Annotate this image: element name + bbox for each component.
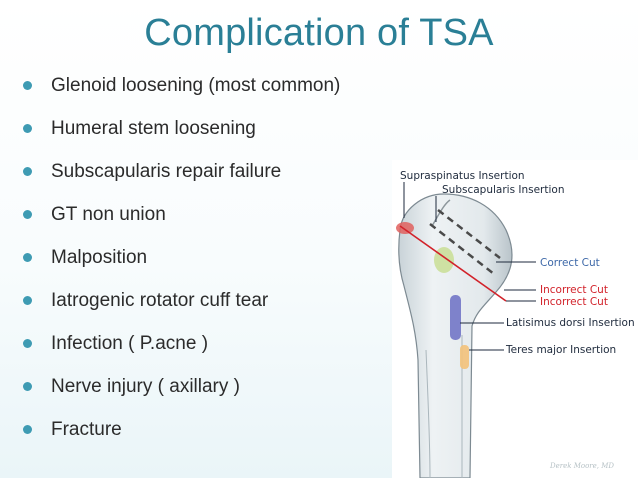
bullet-dot-icon <box>23 382 32 391</box>
bullet-item: GT non union <box>20 193 340 236</box>
supraspinatus-marker <box>396 222 414 234</box>
bullet-item: Subscapularis repair failure <box>20 150 340 193</box>
bullet-dot-icon <box>23 253 32 262</box>
bullet-dot-icon <box>23 425 32 434</box>
bullet-item: Iatrogenic rotator cuff tear <box>20 279 340 322</box>
bullet-text: Glenoid loosening (most common) <box>51 74 341 96</box>
bullet-text: Malposition <box>51 246 148 268</box>
supraspinatus-label: Supraspinatus Insertion <box>400 170 525 182</box>
bullet-text: Nerve injury ( axillary ) <box>51 375 240 397</box>
incorrect-cut-label-1: Incorrect Cut <box>540 284 608 296</box>
bullet-dot-icon <box>23 81 32 90</box>
bullet-text: Infection ( P.acne ) <box>51 332 209 354</box>
latisimus-label: Latisimus dorsi Insertion <box>506 317 635 329</box>
teres-marker <box>460 345 469 369</box>
bullet-text: Subscapularis repair failure <box>51 160 282 182</box>
incorrect-cut-label-2: Incorrect Cut <box>540 296 608 308</box>
bullet-list: Glenoid loosening (most common) Humeral … <box>20 64 340 451</box>
latisimus-marker <box>450 295 461 340</box>
correct-cut-line-2 <box>429 223 495 275</box>
humerus-diagram: Supraspinatus Insertion Subscapularis In… <box>392 160 638 478</box>
bullet-item: Glenoid loosening (most common) <box>20 64 340 107</box>
bullet-text: Iatrogenic rotator cuff tear <box>51 289 269 311</box>
bullet-item: Humeral stem loosening <box>20 107 340 150</box>
bullet-item: Nerve injury ( axillary ) <box>20 365 340 408</box>
bullet-item: Infection ( P.acne ) <box>20 322 340 365</box>
author-signature: Derek Moore, MD <box>549 462 614 470</box>
teres-label: Teres major Insertion <box>505 344 616 356</box>
bullet-item: Fracture <box>20 408 340 451</box>
correct-cut-line-1 <box>437 209 501 259</box>
subscapularis-marker <box>434 247 454 273</box>
bullet-dot-icon <box>23 124 32 133</box>
bullet-dot-icon <box>23 296 32 305</box>
bullet-text: Humeral stem loosening <box>51 117 256 139</box>
subscapularis-label: Subscapularis Insertion <box>442 184 565 196</box>
bullet-text: Fracture <box>51 418 122 440</box>
correct-cut-label: Correct Cut <box>540 257 600 269</box>
bullet-text: GT non union <box>51 203 166 225</box>
incorrect-cut-line <box>399 225 507 302</box>
bullet-dot-icon <box>23 339 32 348</box>
bullet-dot-icon <box>23 210 32 219</box>
bullet-dot-icon <box>23 167 32 176</box>
bullet-item: Malposition <box>20 236 340 279</box>
slide-title: Complication of TSA <box>144 12 494 54</box>
